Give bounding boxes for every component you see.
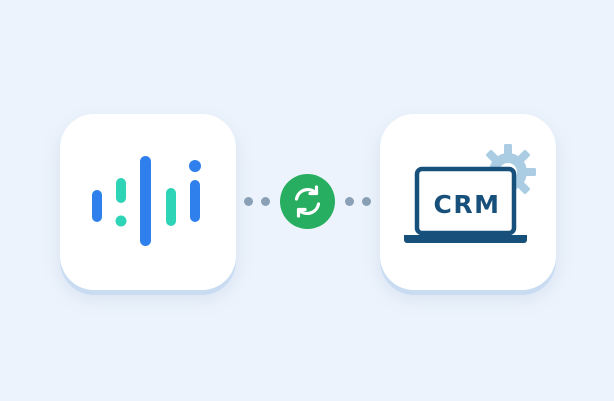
sync-arrows-icon xyxy=(294,185,321,218)
crm-app-card: CRM xyxy=(380,114,556,290)
connector-dot xyxy=(261,197,270,206)
connector-dot xyxy=(244,197,253,206)
source-app-card xyxy=(60,114,236,290)
connector-dot xyxy=(345,197,354,206)
laptop-gear-icon xyxy=(404,144,536,243)
sync-button xyxy=(280,174,335,229)
crm-label: CRM xyxy=(433,190,501,219)
audio-waveform-logo-icon xyxy=(92,156,201,246)
connector-dot xyxy=(362,197,371,206)
